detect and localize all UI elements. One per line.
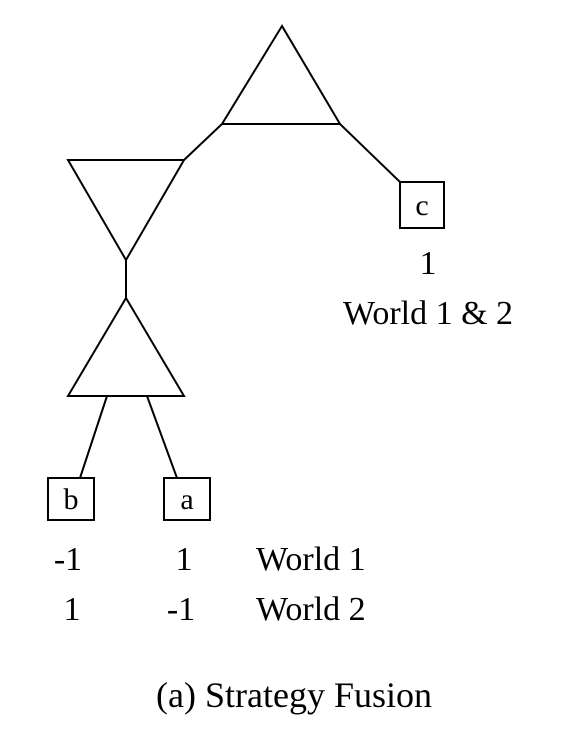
leaf-c-box [399, 181, 445, 229]
leaf-b-world2-value: 1 [64, 591, 81, 628]
leaf-a-box [163, 477, 211, 521]
world2-label: World 2 [256, 591, 366, 628]
min-node [66, 159, 186, 262]
leaf-c-world-label: World 1 & 2 [343, 295, 513, 332]
leaf-a-world1-value: 1 [176, 541, 193, 578]
leaf-c-value: 1 [420, 245, 437, 282]
edge-max-to-leaf-b [79, 395, 108, 479]
leaf-b-label: b [64, 483, 79, 516]
leaf-a-label: a [180, 483, 193, 516]
leaf-a-world2-value: -1 [167, 591, 195, 628]
leaf-b-box [47, 477, 95, 521]
leaf-b-world1-value: -1 [54, 541, 82, 578]
edge-max-to-leaf-a [146, 395, 178, 479]
leaf-c-label: c [415, 189, 428, 222]
edge-root-to-min [183, 123, 223, 161]
edge-root-to-leaf-c [339, 123, 401, 183]
figure-caption: (a) Strategy Fusion [156, 675, 432, 715]
root-max-node [220, 24, 342, 125]
lower-max-node [66, 296, 186, 397]
world1-label: World 1 [256, 541, 366, 578]
